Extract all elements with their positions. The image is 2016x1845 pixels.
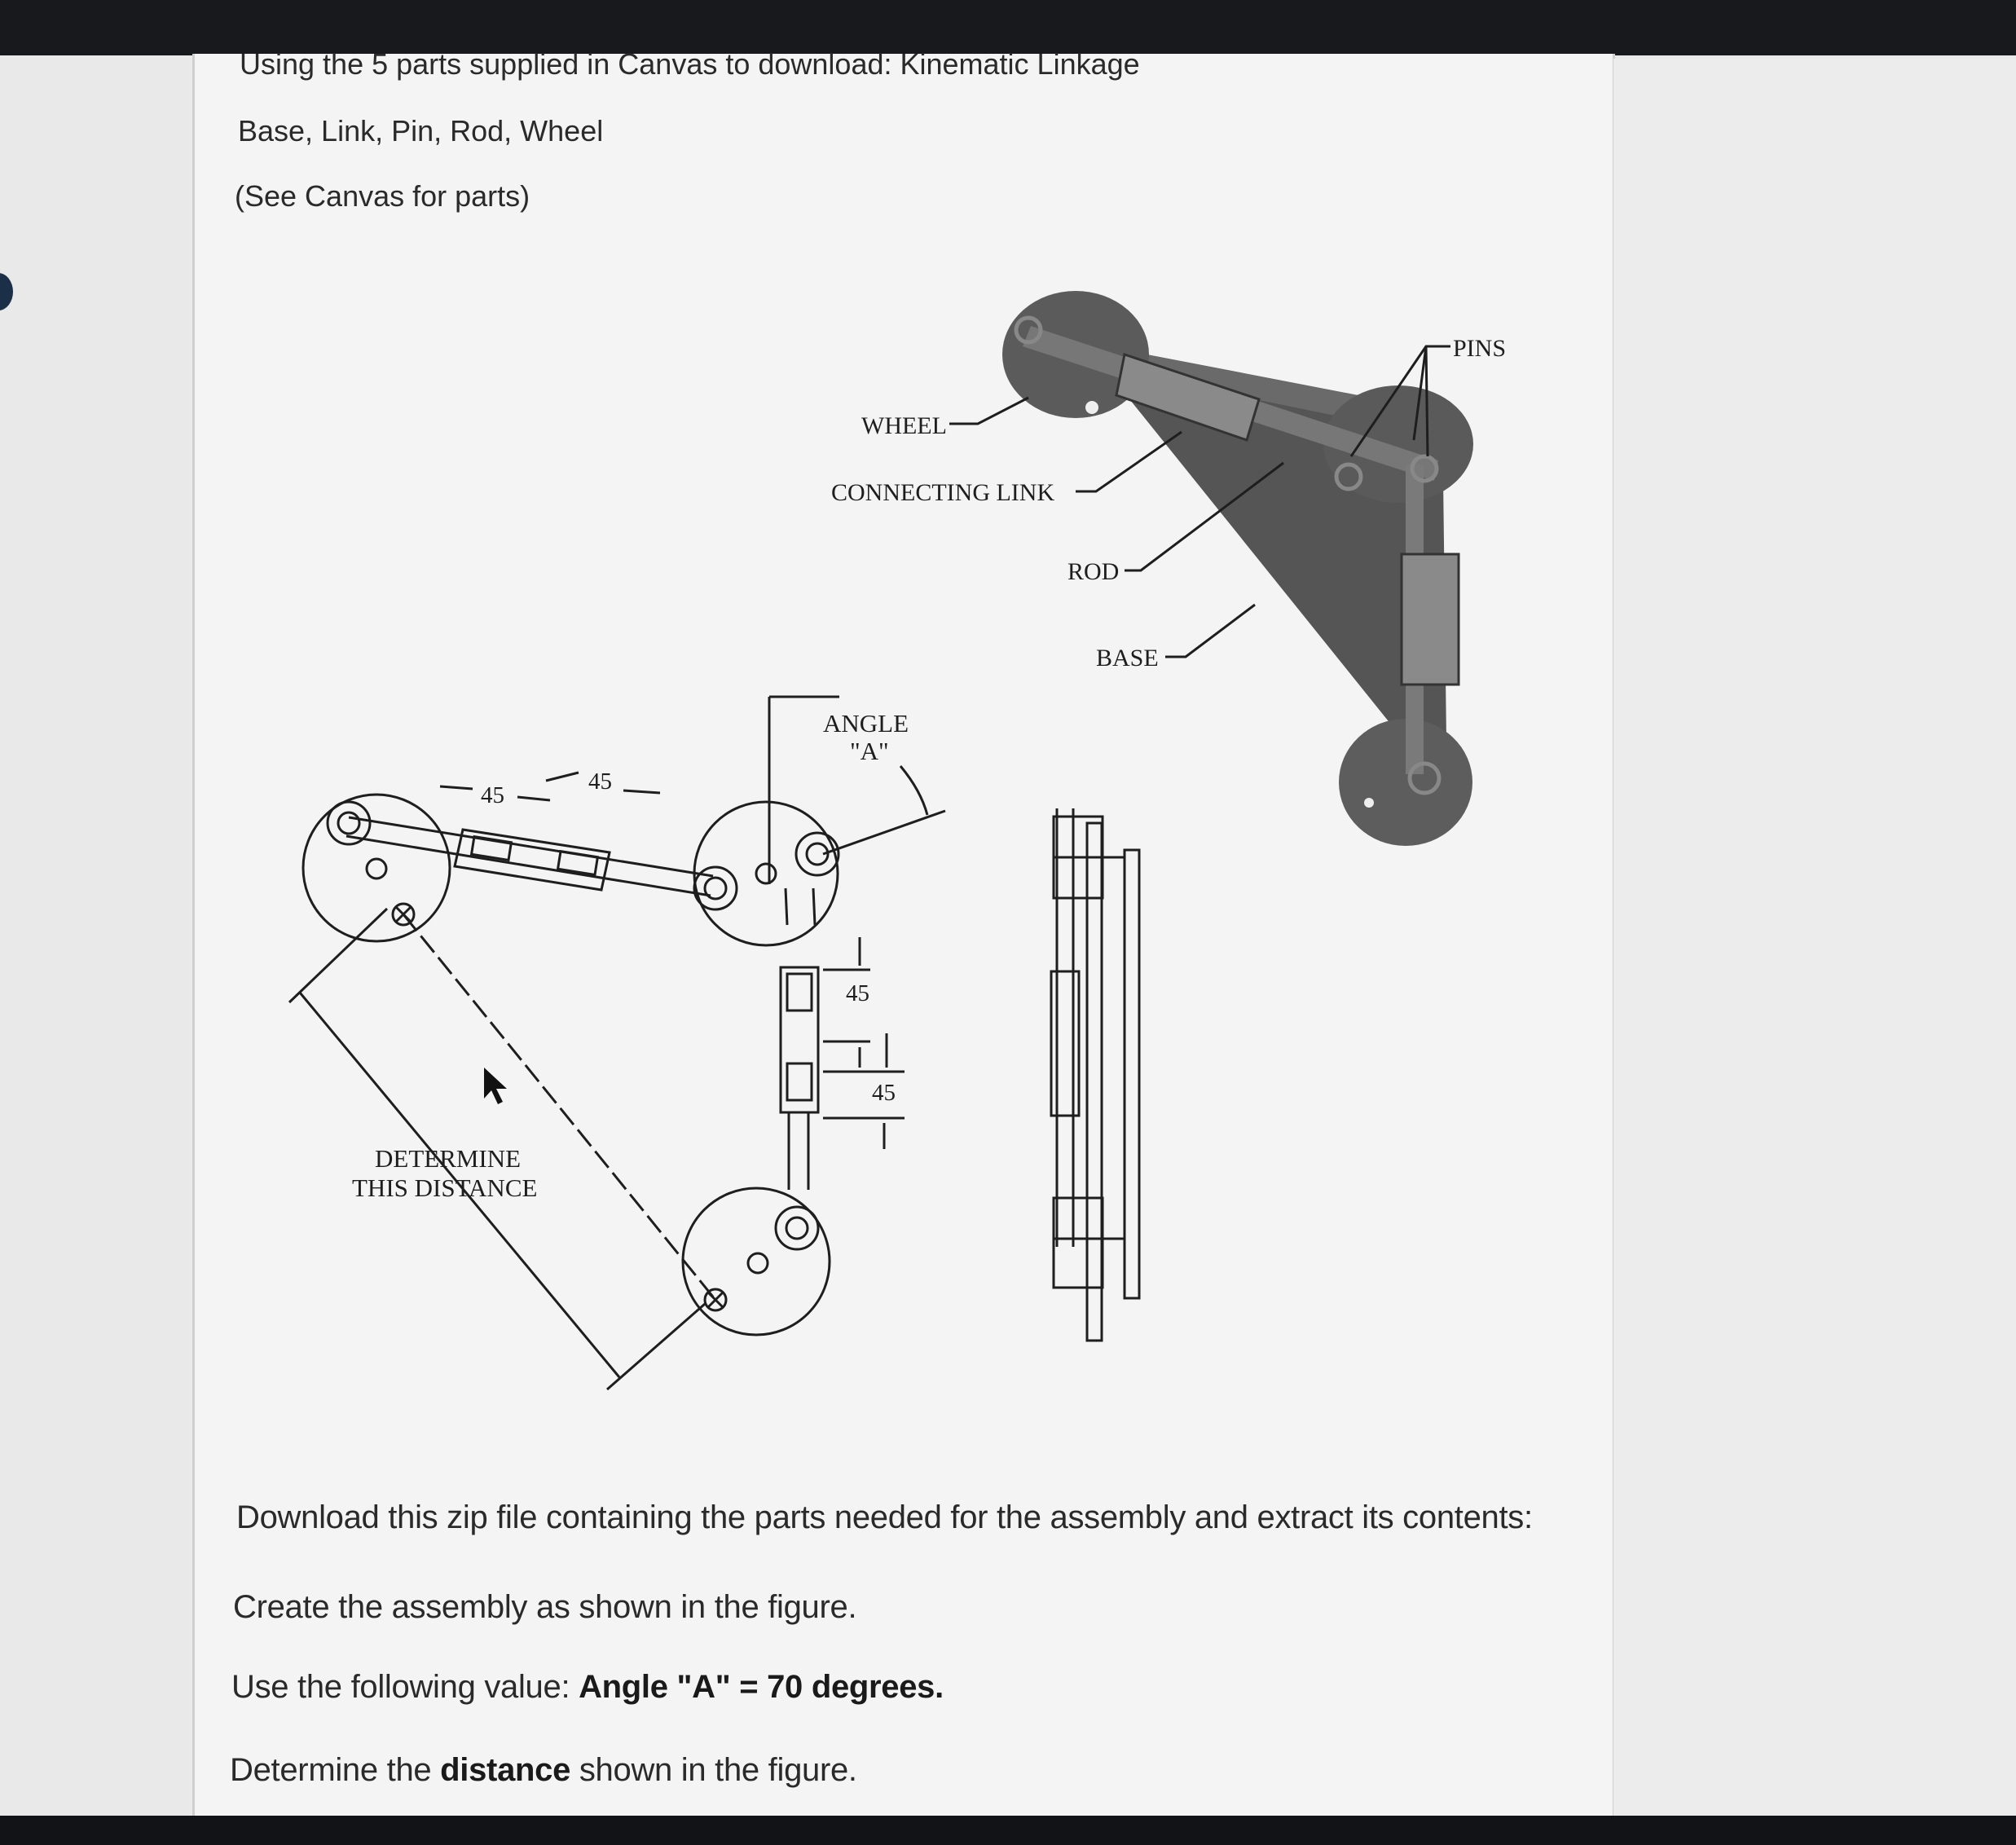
wheel-3d-bottom xyxy=(1339,719,1472,846)
determine-label-line-1: DETERMINE xyxy=(375,1144,521,1173)
angle-label-line-1: ANGLE xyxy=(823,709,909,738)
link-dimension-2: 45 xyxy=(588,768,612,795)
callout-lines xyxy=(949,345,1450,658)
left-edge-indicator xyxy=(0,273,13,310)
wheel-label: WHEEL xyxy=(861,412,947,439)
angle-value: Angle "A" = 70 degrees. xyxy=(579,1669,944,1705)
mouse-cursor-icon xyxy=(484,1068,507,1104)
determine-prefix: Determine the xyxy=(230,1752,441,1788)
top-bezel xyxy=(0,0,2016,55)
link-dimension-1: 45 xyxy=(481,782,504,808)
intro-line-2: Base, Link, Pin, Rod, Wheel xyxy=(238,114,604,148)
determine-suffix: shown in the figure. xyxy=(570,1752,857,1788)
wheel-bottom xyxy=(681,1187,831,1336)
instruction-download: Download this zip file containing the pa… xyxy=(236,1499,1533,1535)
assembly-3d-render xyxy=(1002,291,1473,846)
connecting-link-label: CONNECTING LINK xyxy=(831,479,1054,506)
rod-dimension-1: 45 xyxy=(846,980,869,1006)
instruction-determine: Determine the distance shown in the figu… xyxy=(230,1752,857,1789)
base-label: BASE xyxy=(1096,645,1159,672)
pin-icon xyxy=(1407,761,1442,795)
wheel-left xyxy=(302,793,451,943)
value-prefix: Use the following value: xyxy=(231,1669,579,1705)
content-panel xyxy=(192,54,1615,1816)
wheel-top-right xyxy=(693,800,839,947)
intro-line-1: Using the 5 parts supplied in Canvas to … xyxy=(240,47,1140,81)
rod-dimension-2: 45 xyxy=(872,1080,896,1106)
determine-label-line-2: THIS DISTANCE xyxy=(352,1173,537,1202)
bottom-bezel xyxy=(0,1816,2016,1845)
pins-label: PINS xyxy=(1453,335,1506,362)
intro-line-3: (See Canvas for parts) xyxy=(235,179,530,213)
linkage-drawing-2d xyxy=(288,695,946,1391)
pin-icon xyxy=(1410,454,1439,483)
instruction-create: Create the assembly as shown in the figu… xyxy=(233,1589,857,1625)
distance-word: distance xyxy=(440,1752,571,1788)
angle-label-line-2: "A" xyxy=(850,737,889,765)
pin-icon xyxy=(1014,315,1043,345)
pin-icon xyxy=(1334,462,1363,491)
rod-label: ROD xyxy=(1067,558,1119,585)
right-side-panel xyxy=(1613,59,2016,1816)
instruction-value: Use the following value: Angle "A" = 70 … xyxy=(231,1669,944,1706)
side-view-drawing xyxy=(1050,808,1141,1342)
